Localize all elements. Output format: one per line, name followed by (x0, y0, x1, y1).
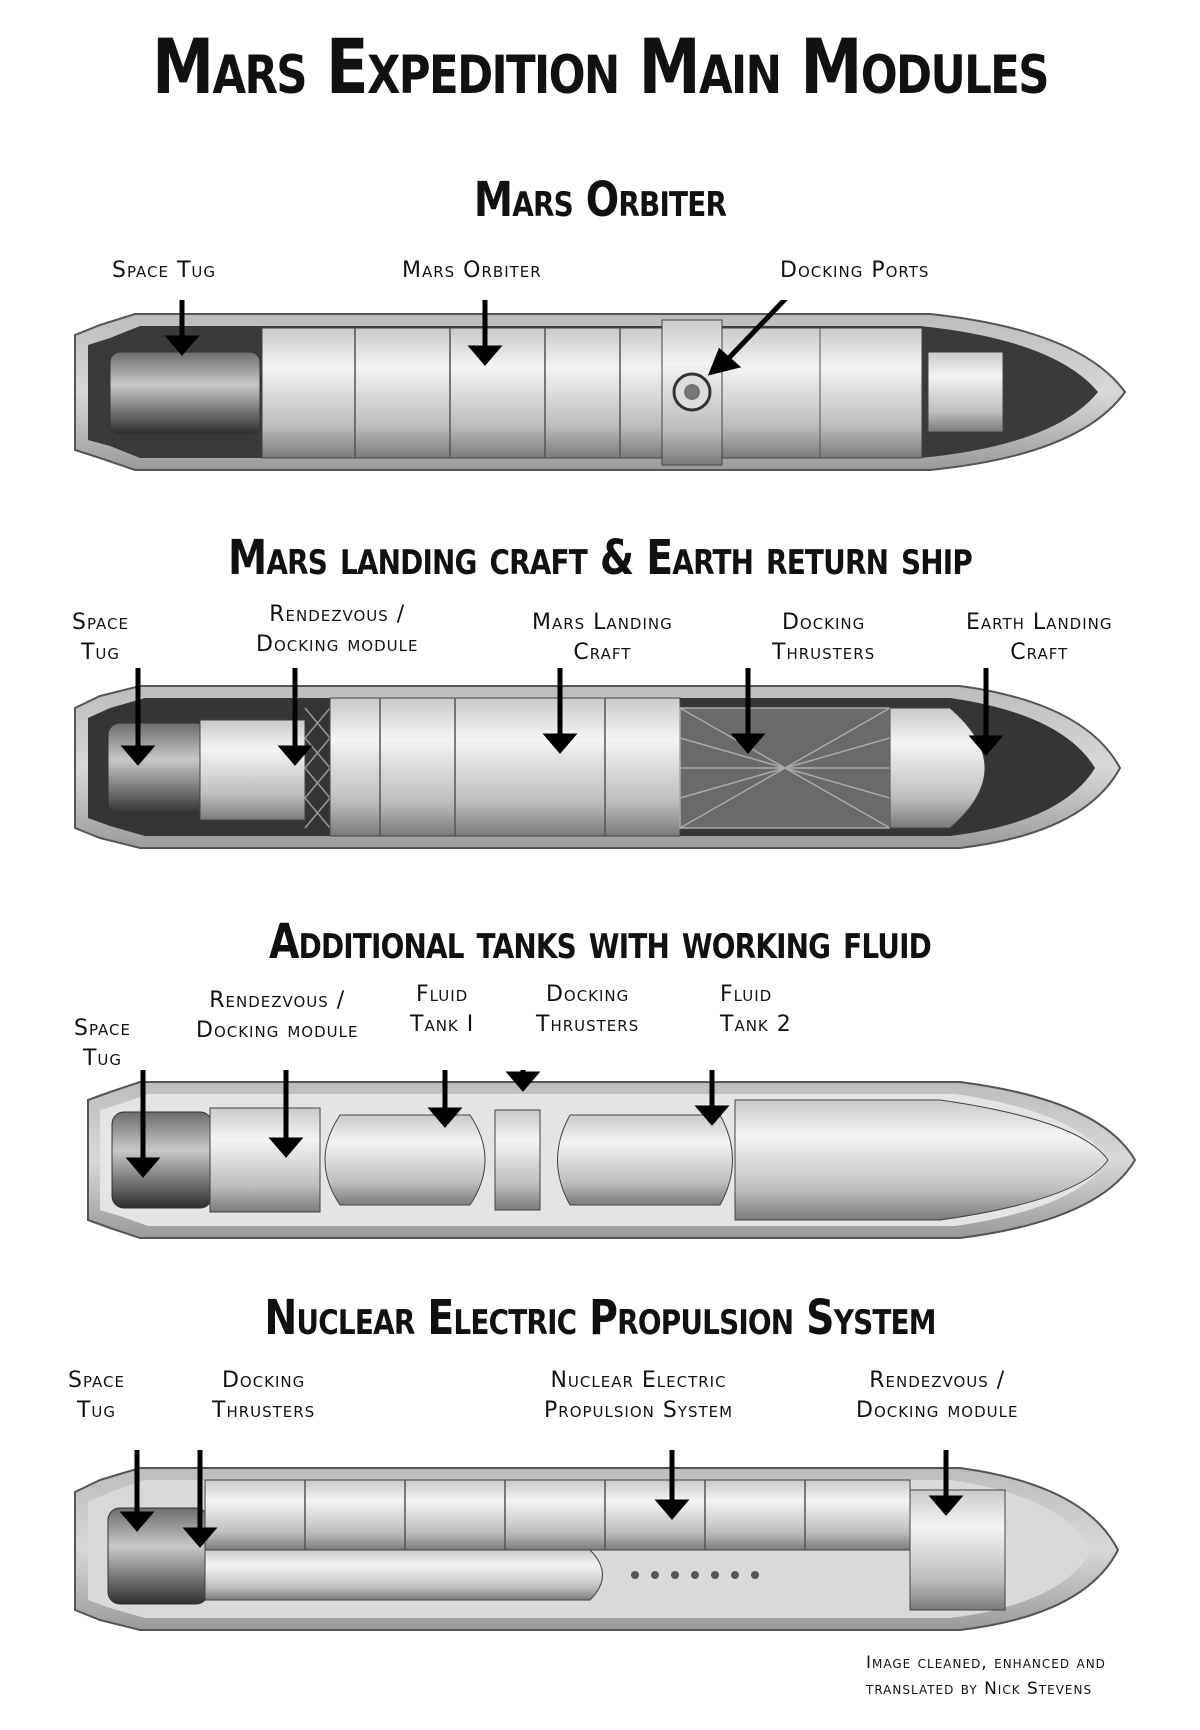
forward-payload-box (927, 351, 1004, 433)
label-space-tug: Space Tug (74, 1016, 131, 1071)
label-rendezvous-docking-module: Rendezvous / Docking module (196, 988, 359, 1043)
label-docking-thrusters: Docking Thrusters (536, 982, 640, 1037)
space-tug-body (107, 722, 209, 816)
label-fluid-tank-2: Fluid Tank 2 (720, 982, 792, 1037)
space-tug-body (109, 351, 261, 435)
fluid-tank-2 (557, 1114, 733, 1206)
section-title-additional-tanks: Additional tanks with working fluid (268, 914, 932, 970)
mars-landing-craft-cylinder (329, 697, 681, 837)
label-space-tug: Space Tug (68, 1368, 125, 1423)
label-nuclear-electric-propulsion-system: Nuclear Electric Propulsion System (544, 1368, 734, 1423)
label-docking-thrusters: Docking Thrusters (212, 1368, 316, 1423)
label-docking-thrusters: Docking Thrusters (772, 610, 876, 665)
label-rendezvous-docking-module: Rendezvous / Docking module (256, 602, 419, 657)
rendezvous-module (209, 1107, 321, 1213)
section-title-nep-system: Nuclear Electric Propulsion System (264, 1290, 936, 1346)
label-mars-orbiter: Mars Orbiter (402, 258, 542, 283)
page-title: Mars Expedition Main Modules (152, 22, 1049, 111)
label-space-tug: Space Tug (72, 610, 129, 665)
nep-upper-cylinder (204, 1479, 911, 1551)
space-tug-body (111, 1111, 213, 1209)
orbiter-main-cylinder (261, 327, 663, 459)
earth-landing-craft (889, 707, 986, 829)
section-title-mars-orbiter: Mars Orbiter (473, 172, 727, 228)
mars-orbiter-cutaway (74, 300, 1127, 471)
space-tug-body (107, 1507, 209, 1605)
nep-lower-tank (204, 1549, 603, 1601)
rendezvous-module (909, 1489, 1006, 1611)
additional-tanks-cutaway (87, 1070, 1137, 1239)
thruster-ring (494, 1109, 541, 1211)
label-docking-ports: Docking Ports (780, 258, 930, 283)
forward-tank-dome (734, 1099, 1109, 1221)
label-earth-landing-craft: Earth Landing Craft (966, 610, 1113, 665)
nep-system-cutaway (74, 1450, 1120, 1631)
label-space-tug: Space Tug (112, 258, 217, 283)
orbiter-forward-cylinder (721, 327, 923, 459)
fluid-tank-1 (324, 1114, 486, 1206)
thruster-truss (679, 707, 891, 829)
label-rendezvous-docking-module: Rendezvous / Docking module (856, 1368, 1019, 1423)
label-fluid-tank-1: Fluid Tank I (410, 982, 475, 1037)
image-credit: Image cleaned, enhanced and translated b… (866, 1653, 1106, 1699)
rendezvous-module (199, 719, 306, 821)
ion-thruster-array (631, 1571, 759, 1579)
label-mars-landing-craft: Mars Landing Craft (532, 610, 673, 665)
landing-return-cutaway (74, 668, 1122, 849)
section-title-landing-return: Mars landing craft & Earth return ship (228, 530, 973, 586)
